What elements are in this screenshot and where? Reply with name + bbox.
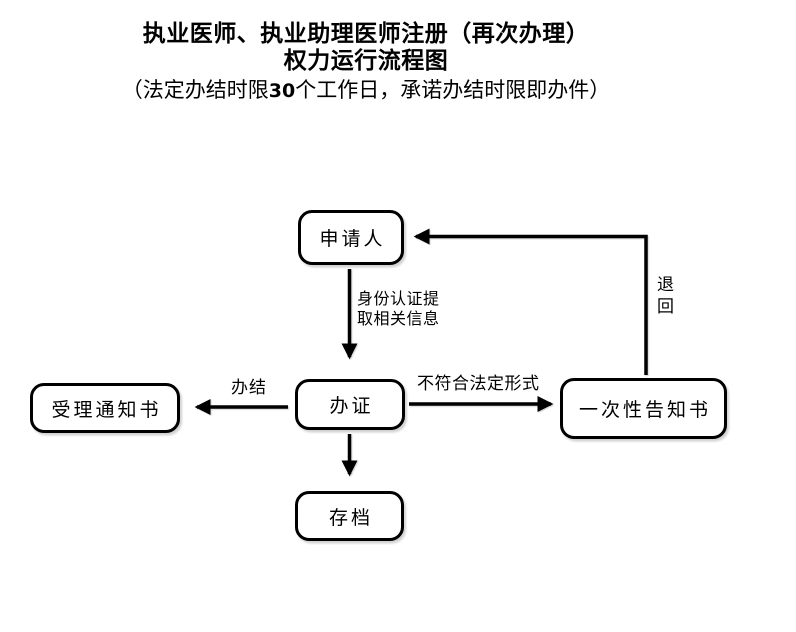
edge-label-nonconform: 不符合法定形式 (417, 374, 540, 394)
edge-label-finish: 办结 (231, 378, 267, 398)
node-archive: 存档 (295, 491, 404, 541)
page-title-line1: 执业医师、执业助理医师注册（再次办理） (142, 20, 590, 47)
edge-label-return: 退回 (653, 275, 673, 319)
page-title-note: （法定办结时限30个工作日，承诺办结时限即办件） (36, 77, 696, 104)
edge-label-identity-auth: 身份认证提取相关信息 (357, 289, 440, 328)
page-title-line2: 权力运行流程图 (283, 47, 449, 74)
title-block: 执业医师、执业助理医师注册（再次办理） 权力运行流程图 （法定办结时限30个工作… (36, 20, 696, 104)
note-prefix: （法定办结时限 (121, 78, 269, 102)
arrow-onetime-return-to-applicant-icon (413, 228, 648, 375)
node-one-time-notice: 一次性告知书 (560, 378, 727, 439)
note-deadline-days: 30 (268, 80, 296, 102)
note-suffix: 个工作日，承诺办结时限即办件） (295, 78, 611, 102)
node-acceptance-notice: 受理通知书 (30, 383, 180, 433)
node-applicant: 申请人 (298, 210, 404, 265)
node-handle-certificate: 办证 (295, 379, 405, 430)
